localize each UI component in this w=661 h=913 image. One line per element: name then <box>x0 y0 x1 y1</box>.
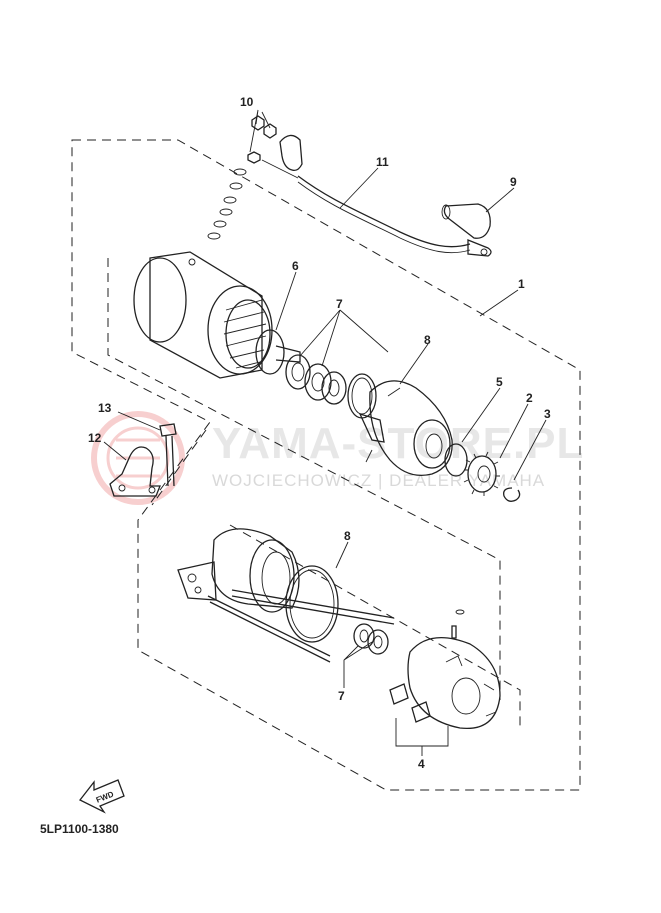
callout-6: 6 <box>292 259 299 273</box>
callout-3: 3 <box>544 407 551 421</box>
yamaha-logo-icon <box>91 411 185 505</box>
rear-housing <box>177 528 300 613</box>
part-9-cap <box>441 203 491 239</box>
callout-12: 12 <box>88 431 102 445</box>
through-bolts <box>207 589 395 663</box>
callout-8-lower: 8 <box>344 529 351 543</box>
callout-7-lower: 7 <box>338 689 345 703</box>
callout-1: 1 <box>518 277 525 291</box>
watermark: YAMA-STORE.PL WOJCIECHOWICZ | DEALER YAM… <box>91 411 584 505</box>
fwd-arrow-icon: FWD <box>79 779 125 814</box>
part-11-lead-wire <box>261 134 492 257</box>
callout-13: 13 <box>98 401 112 415</box>
part-2-gear <box>463 451 500 496</box>
lower-section-outline <box>151 429 521 730</box>
callout-11: 11 <box>376 155 389 169</box>
callout-4: 4 <box>418 757 425 771</box>
part-3-circlip <box>503 487 521 502</box>
callout-labels: 10 11 9 1 6 7 8 5 2 3 13 12 8 7 4 <box>88 95 551 771</box>
leader-lines <box>103 109 547 756</box>
part-13-bolt <box>159 423 177 487</box>
watermark-dealer: WOJCIECHOWICZ | DEALER YAMAHA <box>212 471 545 490</box>
part-10-nuts <box>207 115 277 240</box>
part-4-brush-holder <box>389 609 501 730</box>
fwd-label: FWD <box>95 789 115 804</box>
part-7-washers-upper <box>285 354 347 405</box>
part-6-yoke <box>133 251 301 379</box>
callout-5: 5 <box>496 375 503 389</box>
part-12-bracket <box>109 446 161 497</box>
part-7-washers-lower <box>353 623 389 655</box>
part-8-o-ring-lower <box>285 565 339 643</box>
callout-10: 10 <box>240 95 254 109</box>
callout-7-upper: 7 <box>336 297 343 311</box>
diagram-code: 5LP1100-1380 <box>40 822 119 836</box>
part-8-o-ring-upper <box>347 373 377 419</box>
callout-2: 2 <box>526 391 533 405</box>
upper-assembly-outline <box>71 139 581 791</box>
callout-9: 9 <box>510 175 517 189</box>
callout-8-upper: 8 <box>424 333 431 347</box>
watermark-brand: YAMA-STORE.PL <box>212 419 584 468</box>
motor-axis-line <box>107 258 501 700</box>
front-cover <box>358 380 453 477</box>
